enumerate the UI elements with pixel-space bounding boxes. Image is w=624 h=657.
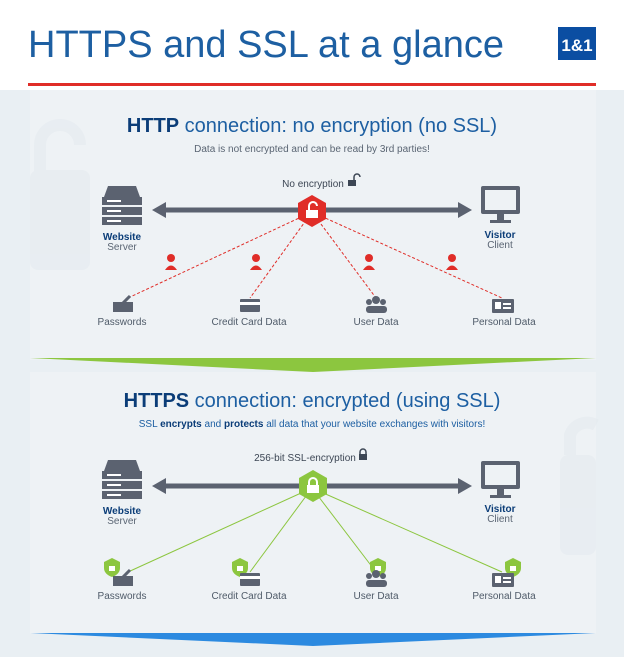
https-server-icon	[102, 460, 142, 499]
user-group-icon	[366, 296, 387, 313]
https-client-sublabel: Client	[487, 514, 513, 525]
lock-watermark-icon	[30, 119, 90, 270]
hacker-icon	[446, 254, 458, 270]
http-item-credit-card: Credit Card Data	[211, 317, 286, 328]
logo-text: 1&1	[561, 36, 592, 55]
credit-card-icon	[240, 573, 260, 586]
https-locked-hexagon-icon	[299, 470, 327, 502]
http-subtitle: Data is not encrypted and can be read by…	[194, 144, 430, 155]
http-title: HTTP connection: no encryption (no SSL)	[127, 115, 497, 137]
http-leak-lines	[127, 211, 503, 299]
credit-card-icon	[240, 299, 260, 312]
hacker-icon	[363, 254, 375, 270]
http-item-personal-data: Personal Data	[472, 317, 536, 328]
https-arrow-label: 256-bit SSL-encryption	[254, 453, 356, 464]
header-background	[0, 0, 624, 90]
https-secure-lines	[127, 487, 503, 573]
http-item-user-data: User Data	[353, 317, 398, 328]
shield-lock-icon	[232, 558, 248, 577]
https-panel	[30, 372, 596, 634]
lock-watermark-icon	[560, 416, 599, 555]
brand-logo: 1&1	[558, 27, 596, 60]
https-item-passwords: Passwords	[98, 591, 147, 602]
https-client-monitor-icon	[481, 461, 520, 498]
https-item-credit-card: Credit Card Data	[211, 591, 286, 602]
section-divider-green	[30, 358, 596, 372]
shield-icons	[104, 558, 521, 577]
https-subtitle: SSL encrypts and protects all data that …	[139, 419, 485, 430]
id-card-icon	[492, 299, 514, 313]
https-item-personal-data: Personal Data	[472, 591, 536, 602]
https-item-user-data: User Data	[353, 591, 398, 602]
header-divider	[28, 83, 596, 86]
http-server-sublabel: Server	[107, 242, 137, 253]
https-server-sublabel: Server	[107, 516, 137, 527]
closed-lock-icon	[359, 448, 367, 460]
page-title: HTTPS and SSL at a glance	[28, 24, 504, 66]
section-divider-blue	[30, 633, 596, 646]
https-client-label: Visitor	[485, 504, 516, 515]
http-server-label: Website	[103, 232, 142, 243]
http-client-sublabel: Client	[487, 240, 513, 251]
open-lock-icon	[348, 173, 361, 186]
password-pen-icon	[113, 568, 133, 586]
http-server-icon	[102, 186, 142, 225]
password-pen-icon	[113, 294, 133, 312]
shield-lock-icon	[505, 558, 521, 577]
http-unlocked-hexagon-icon	[298, 195, 326, 227]
user-group-icon	[366, 570, 387, 587]
hacker-icons	[165, 254, 458, 270]
http-client-monitor-icon	[481, 186, 520, 223]
id-card-icon	[492, 573, 514, 587]
https-server-label: Website	[103, 506, 142, 517]
http-client-label: Visitor	[485, 230, 516, 241]
hacker-icon	[165, 254, 177, 270]
http-item-passwords: Passwords	[98, 317, 147, 328]
http-arrow-label: No encryption	[282, 179, 344, 190]
https-title: HTTPS connection: encrypted (using SSL)	[124, 390, 501, 412]
hacker-icon	[250, 254, 262, 270]
shield-lock-icon	[104, 558, 120, 577]
